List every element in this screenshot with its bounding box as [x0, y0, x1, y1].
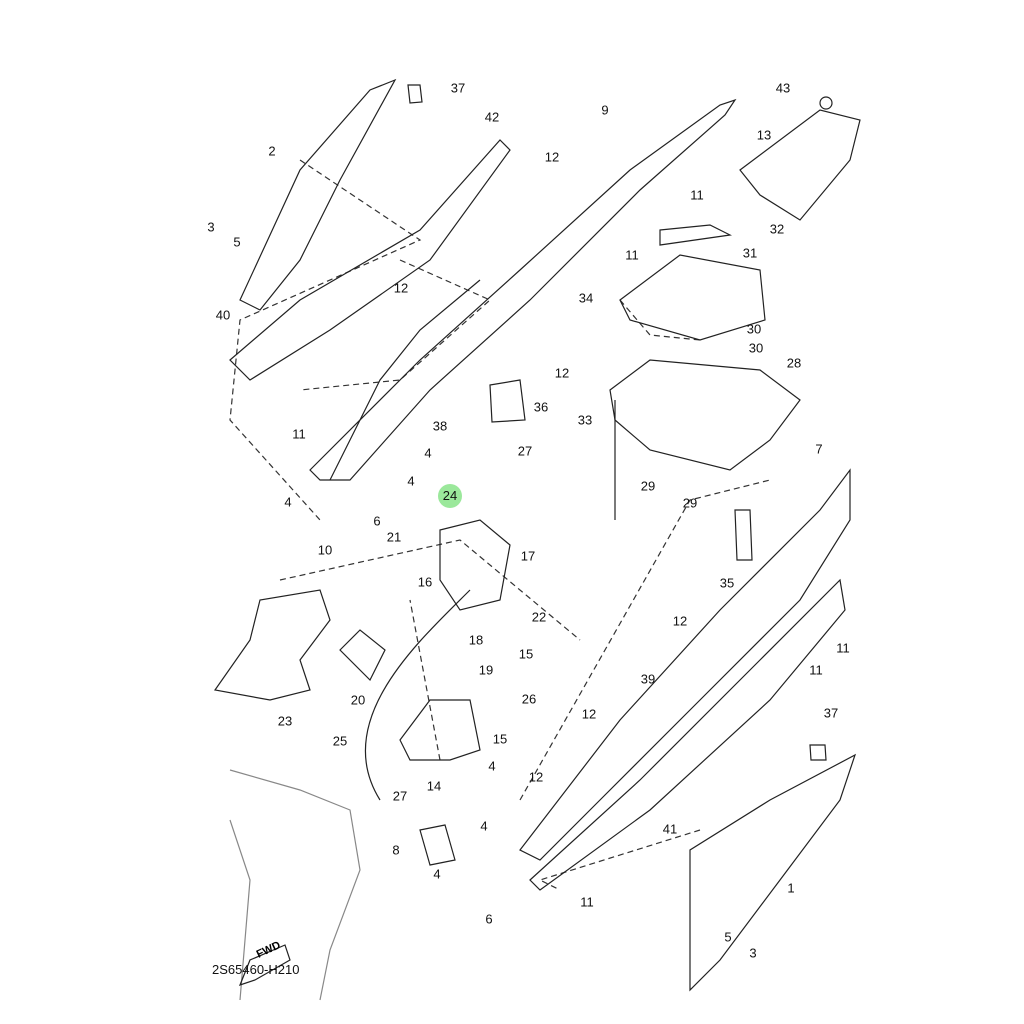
part-24-hose-bracket — [439, 519, 511, 611]
callout-part-37[interactable]: 37 — [450, 80, 466, 96]
callout-part-11[interactable]: 11 — [580, 894, 594, 910]
callout-part-39[interactable]: 39 — [640, 671, 656, 687]
callout-part-11[interactable]: 11 — [836, 640, 850, 656]
callout-part-18[interactable]: 18 — [468, 632, 484, 648]
diagram-code: 2S65460-H210 — [212, 962, 300, 977]
callout-part-42[interactable]: 42 — [484, 109, 500, 125]
callout-part-12[interactable]: 12 — [393, 280, 409, 296]
callout-part-1[interactable]: 1 — [787, 880, 795, 896]
part-28-bracket — [609, 359, 801, 471]
callout-part-20[interactable]: 20 — [350, 692, 366, 708]
callout-part-16[interactable]: 16 — [417, 574, 433, 590]
callout-part-36[interactable]: 36 — [533, 399, 549, 415]
callout-part-32[interactable]: 32 — [769, 221, 785, 237]
callout-part-10[interactable]: 10 — [317, 542, 333, 558]
callout-part-30[interactable]: 30 — [748, 340, 764, 356]
callout-part-5[interactable]: 5 — [724, 929, 732, 945]
callout-part-12[interactable]: 12 — [672, 613, 688, 629]
guide-lines — [229, 159, 771, 891]
part-35-block — [734, 509, 753, 561]
callout-part-4[interactable]: 4 — [407, 473, 415, 489]
part-13-cover — [739, 109, 861, 221]
callout-part-21[interactable]: 21 — [386, 529, 402, 545]
part-37-tab-b — [809, 744, 827, 761]
callout-part-31[interactable]: 31 — [742, 245, 758, 261]
part-20-bracket — [339, 629, 386, 682]
part-23-bracket — [213, 589, 331, 701]
callout-part-12[interactable]: 12 — [528, 769, 544, 785]
part-40-panel — [229, 139, 511, 381]
callout-part-13[interactable]: 13 — [756, 127, 772, 143]
part-1-panel — [689, 753, 857, 992]
part-43-clip — [819, 96, 833, 110]
callout-part-11[interactable]: 11 — [292, 426, 306, 442]
callout-part-4[interactable]: 4 — [433, 866, 441, 882]
callout-part-29[interactable]: 29 — [640, 478, 656, 494]
callout-part-26[interactable]: 26 — [521, 691, 537, 707]
callout-part-37[interactable]: 37 — [823, 705, 839, 721]
callout-part-3[interactable]: 3 — [207, 219, 215, 235]
part-25-hose — [365, 589, 471, 801]
callout-part-4[interactable]: 4 — [488, 758, 496, 774]
callout-part-27[interactable]: 27 — [392, 788, 408, 804]
callout-part-19[interactable]: 19 — [478, 662, 494, 678]
callout-part-12[interactable]: 12 — [544, 149, 560, 165]
callout-part-9[interactable]: 9 — [601, 102, 609, 118]
callout-part-14[interactable]: 14 — [426, 778, 442, 794]
callout-part-4[interactable]: 4 — [424, 445, 432, 461]
part-36-plate — [489, 379, 526, 423]
callout-part-12[interactable]: 12 — [554, 365, 570, 381]
callout-part-17[interactable]: 17 — [520, 548, 536, 564]
fwd-arrow-icon — [238, 944, 291, 986]
part-37-tab — [407, 84, 423, 104]
callout-part-11[interactable]: 11 — [690, 187, 704, 203]
callout-part-43[interactable]: 43 — [775, 80, 791, 96]
callout-part-38[interactable]: 38 — [432, 418, 448, 434]
callout-part-24[interactable]: 24 — [438, 484, 462, 508]
part-2-panel — [239, 78, 397, 311]
callout-part-29[interactable]: 29 — [682, 495, 698, 511]
callout-part-15[interactable]: 15 — [492, 731, 508, 747]
callout-part-6[interactable]: 6 — [485, 911, 493, 927]
frame-outline — [229, 769, 361, 1001]
callout-part-8[interactable]: 8 — [392, 842, 400, 858]
part-31-bracket — [619, 254, 766, 341]
part-39-41-trim — [529, 578, 846, 891]
callout-part-30[interactable]: 30 — [746, 321, 762, 337]
callout-part-11[interactable]: 11 — [625, 247, 639, 263]
callout-part-40[interactable]: 40 — [215, 307, 231, 323]
callout-part-4[interactable]: 4 — [284, 494, 292, 510]
callout-part-27[interactable]: 27 — [517, 443, 533, 459]
callout-part-7[interactable]: 7 — [815, 441, 823, 457]
callout-part-33[interactable]: 33 — [577, 412, 593, 428]
callout-part-12[interactable]: 12 — [581, 706, 597, 722]
callout-part-5[interactable]: 5 — [233, 234, 241, 250]
callout-part-2[interactable]: 2 — [268, 143, 276, 159]
callout-part-41[interactable]: 41 — [662, 821, 678, 837]
callout-part-3[interactable]: 3 — [749, 945, 757, 961]
part-7-cover — [519, 468, 851, 861]
callout-part-25[interactable]: 25 — [332, 733, 348, 749]
callout-part-28[interactable]: 28 — [786, 355, 802, 371]
part-8-bracket — [419, 824, 456, 866]
callout-part-23[interactable]: 23 — [277, 713, 293, 729]
callout-part-34[interactable]: 34 — [578, 290, 594, 306]
part-14-tank — [399, 699, 481, 761]
part-9-rail — [309, 98, 737, 481]
callout-part-11[interactable]: 11 — [809, 662, 823, 678]
callout-part-35[interactable]: 35 — [719, 575, 735, 591]
callout-part-4[interactable]: 4 — [480, 818, 488, 834]
callout-part-15[interactable]: 15 — [518, 646, 534, 662]
callout-part-6[interactable]: 6 — [373, 513, 381, 529]
callout-part-22[interactable]: 22 — [531, 609, 547, 625]
